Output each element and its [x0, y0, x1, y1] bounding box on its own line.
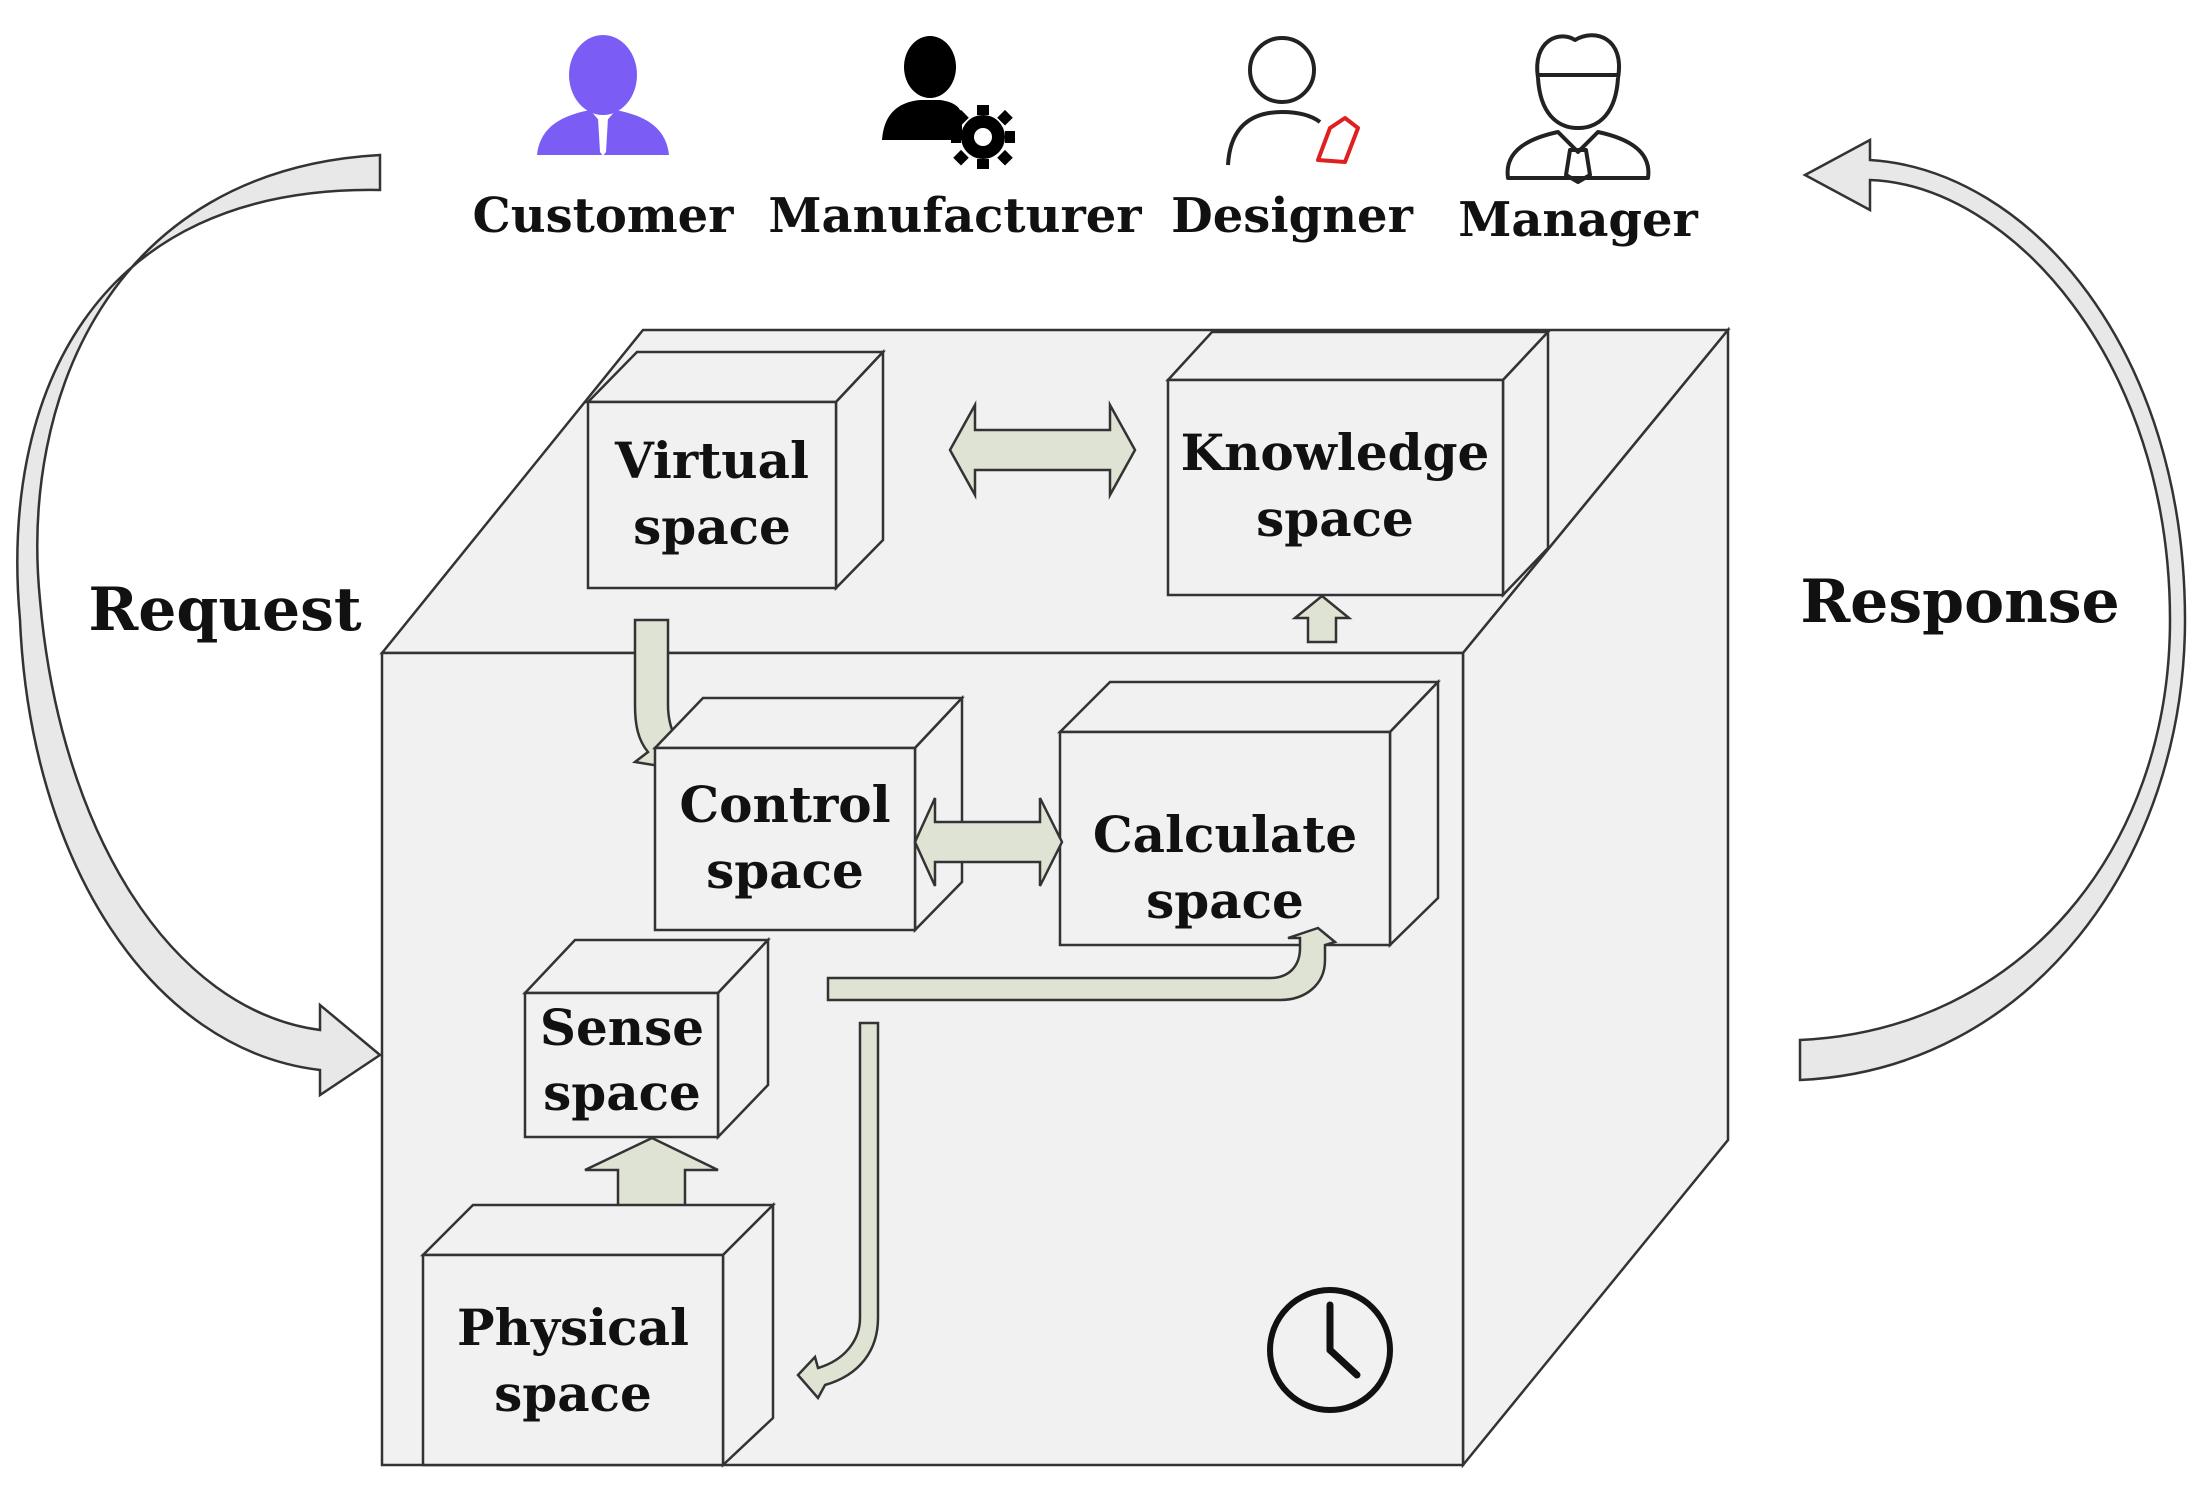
sense-space-label-1: Sense: [540, 998, 704, 1057]
manufacturer-icon: [882, 36, 1015, 169]
calculate-space-label-1: Calculate: [1093, 805, 1357, 864]
calculate-space-box: [1056, 678, 1441, 948]
knowledge-space-label-2: space: [1256, 489, 1414, 548]
response-label: Response: [1800, 567, 2119, 637]
virtual-space-label-2: space: [633, 497, 791, 556]
sense-space-box: [522, 936, 771, 1141]
response-arrow: [1798, 137, 2187, 1082]
knowledge-space-label-1: Knowledge: [1181, 423, 1490, 482]
control-space-label-1: Control: [679, 775, 890, 834]
actor-label-customer: Customer: [473, 188, 735, 244]
actor-label-manager: Manager: [1458, 192, 1698, 248]
virtual-knowledge-arrow: [948, 400, 1137, 500]
manager-icon: [1505, 33, 1651, 184]
control-calculate-arrow: [913, 797, 1064, 887]
calculate-space-label-2: space: [1146, 871, 1304, 930]
clock-icon: [1267, 1287, 1393, 1413]
control-space-label-2: space: [706, 841, 864, 900]
virtual-space-box: [585, 348, 886, 592]
knowledge-space-box: [1165, 328, 1551, 599]
control-space-box: [652, 694, 965, 934]
to-physical-arrow: [796, 1021, 880, 1401]
request-arrow: [16, 153, 383, 1098]
calculate-to-knowledge-arrow: [1291, 594, 1353, 644]
virtual-space-label-1: Virtual: [614, 431, 809, 490]
actor-label-designer: Designer: [1171, 188, 1413, 244]
sense-space-label-2: space: [543, 1063, 701, 1122]
physical-space-label-1: Physical: [457, 1298, 689, 1357]
physical-space-box: [419, 1201, 777, 1468]
request-label: Request: [88, 575, 362, 645]
actor-label-manufacturer: Manufacturer: [768, 188, 1142, 244]
designer-icon: [1226, 36, 1360, 166]
calculate-feedback-arrow: [826, 926, 1338, 1002]
customer-icon: [537, 35, 669, 156]
physical-space-label-2: space: [494, 1364, 652, 1423]
